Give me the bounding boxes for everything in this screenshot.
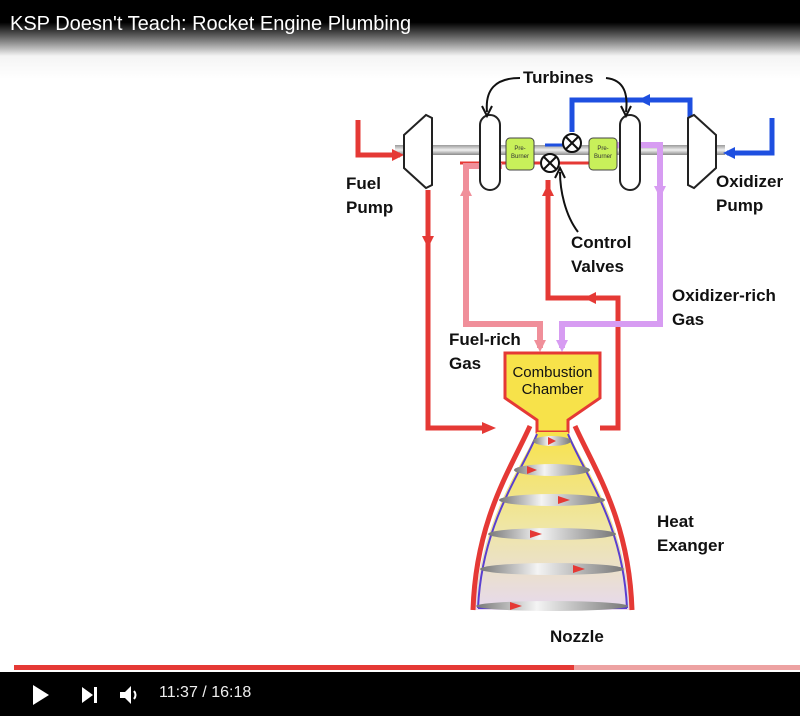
duration: 16:18 [211, 684, 252, 701]
oxidizer-rich-label-line2: Gas [672, 310, 705, 329]
fuel-preburner-label-line2: Burner [510, 154, 529, 160]
fuel-rich-line [463, 163, 543, 348]
fuel-inlet-line [355, 120, 400, 158]
heat-exchanger-label-line2: Exanger [657, 536, 725, 555]
oxidizer-preburner-label-line1: Pre- [597, 146, 609, 152]
video-title-bar: KSP Doesn't Teach: Rocket Engine Plumbin… [0, 0, 800, 56]
pump-shaft [395, 145, 725, 155]
fuel-preburner-label-line1: Pre- [514, 146, 526, 152]
player-controls: 11:37 / 16:18 [0, 672, 800, 716]
combustion-chamber-label-line1: Combustion [512, 364, 593, 381]
fuel-control-valve [540, 153, 560, 173]
oxidizer-preburner-label-line2: Burner [593, 154, 612, 160]
oxidizer-rich-label-line1: Oxidizer-rich [672, 286, 776, 305]
time-separator: / [197, 684, 212, 701]
progress-played [14, 665, 575, 670]
oxidizer-pump [687, 113, 717, 190]
oxidizer-rich-line [559, 142, 663, 348]
progress-bar[interactable] [14, 665, 800, 670]
combustion-chamber-label-line2: Chamber [521, 381, 584, 398]
oxidizer-preburner [588, 137, 618, 171]
oxidizer-top-line [569, 97, 693, 132]
control-valves-label-line1: Control [571, 233, 632, 252]
fuel-pump-to-chamber-line [425, 190, 490, 431]
current-time: 11:37 [159, 684, 198, 701]
heat-exchanger-label-line1: Heat [657, 512, 694, 531]
video-frame[interactable]: Turbines Fuel Pump Oxidizer Pump Control… [0, 0, 800, 660]
heat-exchanger-rings [476, 436, 628, 611]
fuel-preburner [505, 137, 535, 171]
oxidizer-control-valve [562, 133, 582, 153]
engine-diagram [0, 0, 800, 660]
play-icon[interactable] [31, 684, 51, 706]
fuel-coolant-return-line [545, 180, 621, 431]
nozzle-label: Nozzle [550, 627, 604, 646]
next-icon[interactable] [81, 686, 99, 704]
oxidizer-turbine [619, 114, 641, 191]
fuel-turbine [479, 114, 501, 191]
fuel-rich-label-line1: Fuel-rich [449, 330, 521, 349]
oxidizer-pump-label-line2: Pump [716, 196, 764, 215]
fuel-pump-label-line1: Fuel [346, 174, 381, 193]
control-valves-label-line2: Valves [571, 257, 624, 276]
time-display: 11:37 / 16:18 [159, 684, 251, 702]
fuel-pump-label-line2: Pump [346, 198, 394, 217]
video-title[interactable]: KSP Doesn't Teach: Rocket Engine Plumbin… [10, 13, 412, 35]
fuel-pump [403, 113, 433, 190]
fuel-rich-label-line2: Gas [449, 354, 482, 373]
oxidizer-pump-label-line1: Oxidizer [716, 172, 784, 191]
turbines-label: Turbines [523, 68, 594, 87]
volume-icon[interactable] [119, 684, 141, 706]
oxidizer-inlet-line [727, 118, 775, 156]
